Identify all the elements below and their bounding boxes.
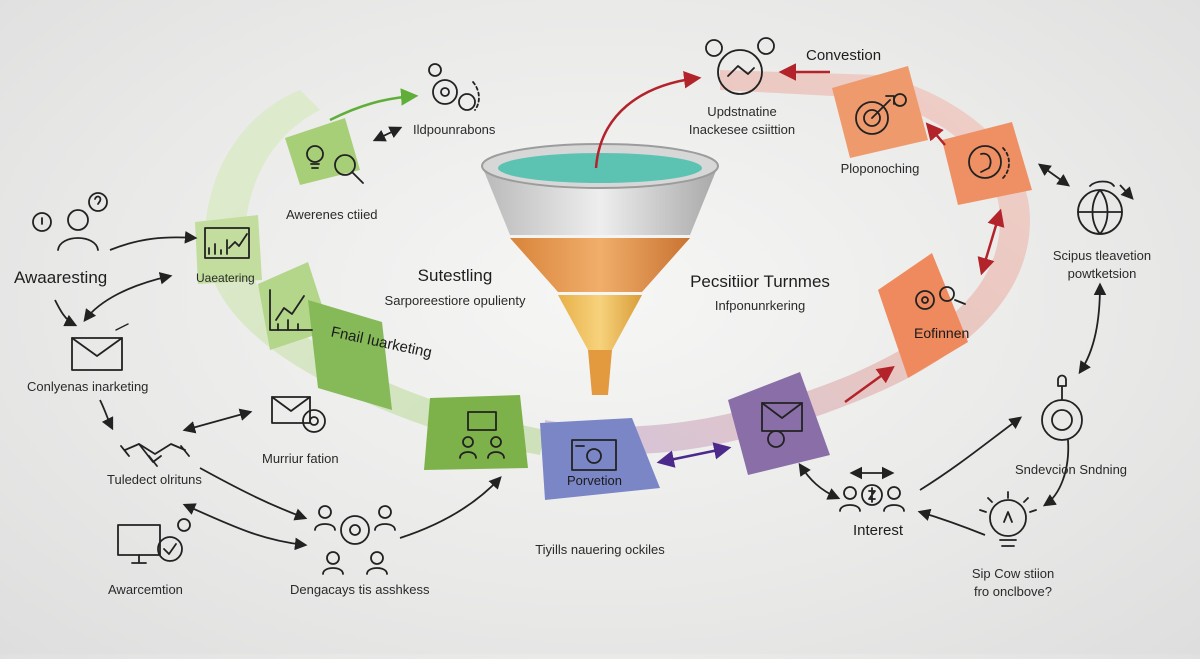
label-interest: Interest [853, 522, 904, 539]
label-murriurfation: Murriur fation [262, 451, 339, 466]
label-funnel-title: Sutestling [417, 266, 493, 285]
label-understanding: Updstnatine Inackesee csiittion [688, 104, 796, 137]
label-conversion: Convestion [806, 47, 882, 64]
target-icon [855, 93, 907, 135]
card-efinnen [878, 253, 968, 378]
label-awareness-cited: Awerenes ctiied [286, 207, 378, 222]
magnifier-icon [334, 154, 364, 184]
idea-target-icon [1041, 374, 1083, 441]
people-gear-icon [314, 505, 396, 575]
monitor-check-icon [117, 518, 191, 564]
connector-arrows [54, 126, 1134, 551]
label-position-title: Pecsitiior Turnmes [690, 272, 830, 291]
label-proposition: Ploponoching [840, 161, 920, 176]
funnel [481, 143, 719, 395]
team-icon [459, 411, 505, 459]
growth-chart-icon [269, 289, 313, 331]
label-funnel-sub: Sarporeestiore opulienty [384, 293, 526, 308]
gears-card-icon [915, 286, 966, 310]
arrow-right-red-1 [925, 122, 946, 146]
arrow-top-red [594, 70, 702, 169]
label-card-marketing: Uaeatering [196, 271, 255, 285]
label-position-sub: Infponunrkering [714, 298, 806, 313]
label-dengacays: Dengacays tis asshkess [290, 582, 430, 597]
arrow-green [329, 88, 419, 122]
lightbulb-icon [306, 145, 324, 169]
label-ideation: Ildpounrabons [413, 122, 496, 137]
handshake-gears-icon [705, 37, 775, 95]
envelope-icon [71, 323, 129, 371]
gears-icon [428, 63, 480, 111]
presentation-icon [571, 439, 617, 471]
label-conlyenas: Conlyenas inarketing [27, 379, 149, 394]
label-trylls: Tiyills nauering ockiles [535, 542, 665, 557]
card-email-purple [728, 372, 830, 475]
email-at-icon [271, 396, 326, 433]
arrow-right-red-2 [977, 208, 1005, 276]
head-profile-icon [968, 145, 1010, 179]
arrow-right-red-3 [844, 365, 895, 404]
card-team-green [424, 395, 528, 470]
label-tuledect: Tuledect olrituns [107, 472, 202, 487]
handshake-icon [120, 443, 190, 467]
label-card-efinnen: Eofinnen [914, 325, 970, 341]
label-awareness: Awaaresting [14, 268, 108, 287]
card-email-marketing [308, 300, 392, 410]
person-question-icon [32, 192, 108, 251]
card-chart-green [195, 215, 262, 284]
globe-brain-icon [1077, 180, 1123, 235]
chart-icon [204, 227, 250, 259]
envelope-gear-icon [761, 402, 803, 448]
people-money-icon [839, 466, 905, 512]
arrow-purple [656, 442, 732, 468]
label-right-title: Scipus tleavetion powtketsion [1052, 248, 1152, 281]
card-target-orange [832, 66, 928, 158]
lightbulb-bottom-icon [979, 491, 1037, 547]
card-head-orange [942, 122, 1032, 205]
label-sip-cow: Sip Cow stiion fro onclbove? [971, 566, 1055, 599]
label-card-porvetion: Porvetion [567, 473, 622, 488]
label-awarcemtion: Awarcemtion [108, 582, 183, 597]
label-snedevcion: Sndevcion Sndning [1015, 462, 1128, 477]
